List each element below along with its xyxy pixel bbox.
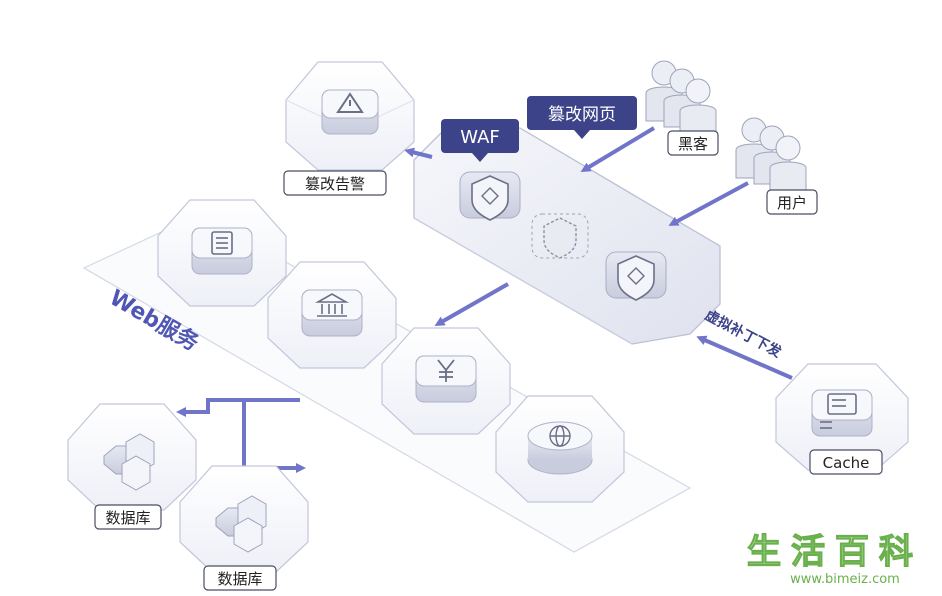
- warning-triangle-icon: [336, 92, 364, 113]
- svg-text:用户: 用户: [777, 194, 807, 212]
- database-cluster-icon: [215, 495, 267, 553]
- database-cluster-icon: [103, 433, 155, 491]
- hacker-group[interactable]: [645, 60, 717, 136]
- tamper-alert-node[interactable]: [285, 61, 415, 171]
- database-node-1[interactable]: [67, 403, 197, 511]
- arrow-waf-to-alert: [404, 147, 433, 159]
- user-group[interactable]: [735, 117, 807, 193]
- watermark: 生活百科 www.bimeiz.com: [746, 531, 923, 587]
- waf-badge: WAF: [441, 119, 519, 162]
- svg-text:WAF: WAF: [460, 127, 499, 148]
- database-badge-2: 数据库: [203, 565, 277, 591]
- waf-shield-2: [531, 213, 589, 259]
- web-node-bank[interactable]: [267, 261, 397, 369]
- person-group-icon: [735, 117, 807, 193]
- arrow-user-to-waf: [668, 181, 749, 226]
- arrow-web-to-database-2: [242, 400, 306, 473]
- svg-text:黑客: 黑客: [678, 135, 708, 153]
- arrow-hacker-to-waf: [580, 126, 656, 173]
- document-list-icon: [211, 231, 233, 255]
- bank-icon: [314, 293, 350, 317]
- svg-text:篡改告警: 篡改告警: [305, 175, 365, 193]
- watermark-url: www.bimeiz.com: [790, 572, 900, 587]
- database-badge-1: 数据库: [94, 504, 162, 530]
- waf-shield-3: [605, 251, 667, 301]
- person-group-icon: [645, 60, 717, 136]
- cache-badge: Cache: [809, 449, 883, 475]
- arrow-cache-to-waf: [696, 335, 793, 380]
- svg-text:数据库: 数据库: [217, 570, 262, 588]
- web-node-currency[interactable]: [381, 327, 511, 435]
- watermark-title: 生活百科: [747, 532, 923, 572]
- tamper-page-badge: 篡改网页: [527, 96, 637, 139]
- virtual-patch-label: 虚拟补丁下发: [702, 307, 785, 362]
- globe-icon: [549, 425, 571, 447]
- yen-icon: [437, 359, 455, 382]
- web-node-globe[interactable]: [495, 395, 625, 503]
- shield-icon: [471, 175, 509, 221]
- arrow-waf-to-web: [434, 282, 509, 326]
- hacker-badge: 黑客: [667, 130, 719, 156]
- database-node-2[interactable]: [179, 465, 309, 573]
- waf-shield-1: [459, 171, 521, 221]
- shield-icon: [617, 255, 655, 301]
- user-badge: 用户: [766, 189, 818, 215]
- tamper-alert-badge: 篡改告警: [283, 170, 387, 196]
- svg-text:数据库: 数据库: [105, 509, 150, 527]
- cache-node[interactable]: [775, 363, 909, 471]
- svg-text:篡改网页: 篡改网页: [548, 104, 616, 125]
- svg-text:Cache: Cache: [823, 454, 870, 472]
- web-node-document[interactable]: [157, 199, 287, 307]
- cache-server-icon: [820, 393, 857, 429]
- shield-icon: [543, 217, 577, 259]
- arrow-web-to-database-1: [176, 398, 300, 417]
